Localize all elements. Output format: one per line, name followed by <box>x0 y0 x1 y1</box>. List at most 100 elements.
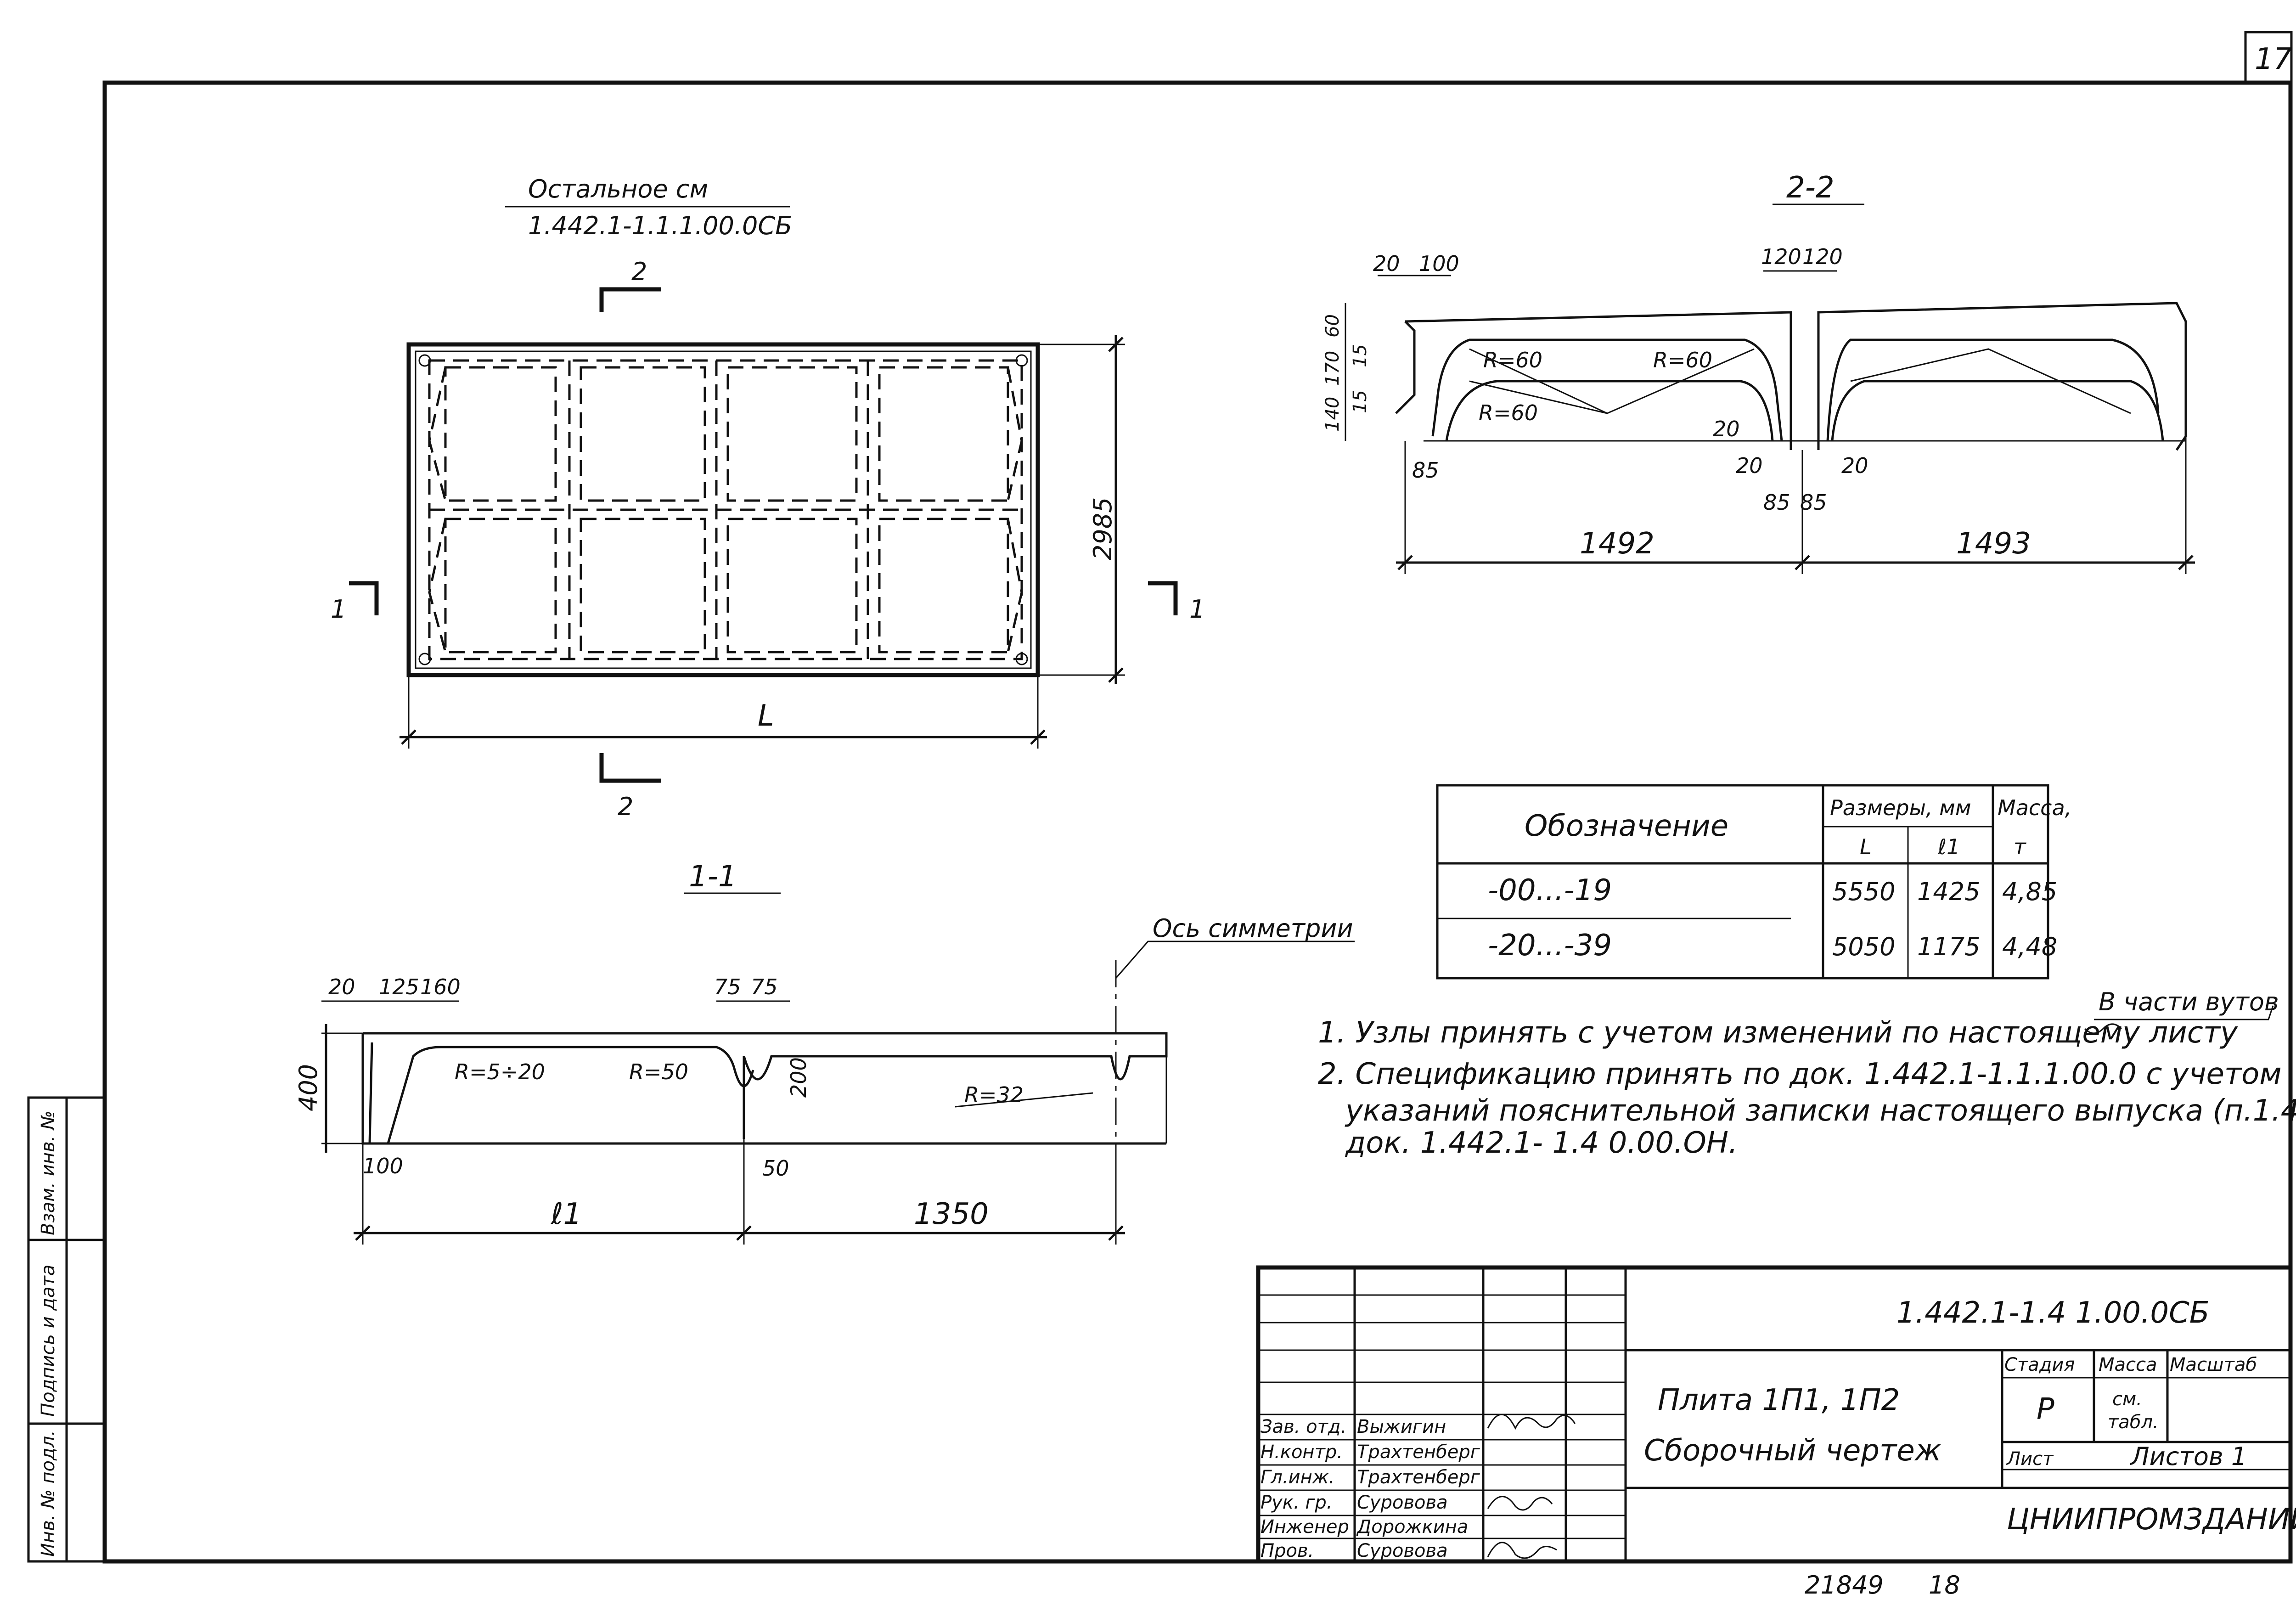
plan-dim-width: 2985 <box>1088 497 1117 560</box>
section-1-1-l1: ℓ1 <box>551 1197 582 1231</box>
spec-row-designation: -00...-19 <box>1488 873 1612 907</box>
section-2-2-dim: 15 <box>1350 344 1371 367</box>
drawing-title-1: Плита 1П1, 1П2 <box>1658 1383 1900 1417</box>
doc-code: 1.442.1-1.4 1.00.0СБ <box>1896 1296 2210 1330</box>
note-line: 1. Узлы принять с учетом изменений по на… <box>1318 1016 2238 1050</box>
plan-view: Остальное см 1.442.1-1.1.1.00.0СБ <box>331 175 1205 821</box>
side-stamp-label: Подпись и дата <box>38 1265 59 1417</box>
section-1-1-dim: 75 <box>714 974 741 999</box>
section-2-2: 2-2 20 100 120 120 60 170 15 15 140 R=60… <box>1322 171 2195 574</box>
note-line: 2. Спецификацию принять по док. 1.442.1-… <box>1318 1057 2282 1091</box>
note-line: док. 1.442.1- 1.4 0.00.ОН. <box>1345 1126 1738 1160</box>
section-2-2-dim: 85 <box>1412 458 1439 483</box>
scale-label: Масштаб <box>2170 1354 2257 1375</box>
stage-label: Стадия <box>2004 1354 2075 1375</box>
section-1-1-dim: 75 <box>751 974 778 999</box>
notes: В части вутов 1. Узлы принять с учетом и… <box>1318 987 2296 1160</box>
section-2-2-dim: 100 <box>1419 251 1459 276</box>
archive-page: 18 <box>1929 1571 1960 1600</box>
section-2-2-dim: 85 <box>1800 490 1827 515</box>
section-2-2-dim: 20 <box>1713 417 1740 441</box>
signature <box>1487 1496 1553 1511</box>
section-2-2-dim: 120 <box>1761 244 1801 269</box>
section-2-2-dim: 20 <box>1736 453 1763 478</box>
section-2-2-radius: R=60 <box>1653 348 1712 372</box>
plan-ref-title: Остальное см <box>528 175 708 203</box>
section-mark-left: 1 <box>331 595 346 624</box>
sheet-label: Лист <box>2006 1448 2054 1470</box>
section-1-1-dim: 160 <box>420 974 461 999</box>
title-role: Рук. гр. <box>1261 1492 1333 1513</box>
section-1-1-dim: 50 <box>762 1156 789 1181</box>
section-2-2-radius: R=60 <box>1479 400 1538 425</box>
plan-ref-doc: 1.442.1-1.1.1.00.0СБ <box>528 211 792 240</box>
spec-header-designation: Обозначение <box>1525 809 1728 843</box>
title-role: Зав. отд. <box>1261 1416 1346 1437</box>
section-mark-top: 2 <box>631 257 647 286</box>
title-name: Выжигин <box>1357 1416 1446 1437</box>
section-2-2-title: 2-2 <box>1786 171 1835 205</box>
title-block: Зав. отд. Н.контр. Гл.инж. Рук. гр. Инже… <box>1256 1265 2296 1564</box>
spec-row-l1: 1175 <box>1917 932 1980 961</box>
section-1-1-dim: 20 <box>328 974 355 999</box>
spec-header-mass: Масса, <box>1998 795 2071 820</box>
spec-header-mass-unit: т <box>2014 834 2026 859</box>
section-1-1-half: 1350 <box>914 1197 989 1231</box>
section-1-1-height: 400 <box>294 1064 323 1111</box>
section-1-1-dim: 125 <box>379 974 419 999</box>
section-1-1-radius: R=5÷20 <box>455 1059 545 1084</box>
section-2-2-dim: 120 <box>1802 244 1843 269</box>
section-2-2-dim: 85 <box>1763 490 1790 515</box>
section-1-1-title: 1-1 <box>689 860 737 894</box>
title-role: Гл.инж. <box>1261 1467 1334 1488</box>
revision-mark: В части вутов <box>2099 987 2279 1016</box>
section-2-2-dim: 170 <box>1322 351 1343 386</box>
section-1-1-rib: 200 <box>786 1057 811 1098</box>
spec-row-mass: 4,48 <box>2002 932 2057 961</box>
symmetry-axis-label: Ось симметрии <box>1153 914 1353 943</box>
sheets-label: Листов 1 <box>2130 1442 2247 1471</box>
stage-value: Р <box>2037 1392 2054 1426</box>
drawing-title-2: Сборочный чертеж <box>1644 1434 1941 1468</box>
section-2-2-dim: 20 <box>1373 251 1400 276</box>
section-2-2-span-right: 1493 <box>1956 527 2031 561</box>
title-name: Трахтенберг <box>1357 1467 1480 1488</box>
section-2-2-dim: 20 <box>1841 453 1868 478</box>
section-1-1: 1-1 Ось симметрии 20 125 160 75 75 400 2… <box>294 860 1355 1245</box>
section-2-2-radius: R=60 <box>1483 348 1542 372</box>
spec-row-L: 5050 <box>1832 932 1895 961</box>
spec-row-mass: 4,85 <box>2002 877 2057 906</box>
spec-row-designation: -20...-39 <box>1488 929 1612 963</box>
section-2-2-dim: 140 <box>1322 397 1343 432</box>
side-stamp-label: Инв. № подл. <box>38 1430 59 1557</box>
archive-number: 21849 <box>1805 1571 1884 1600</box>
organization: ЦНИИПРОМЗДАНИЙ <box>2007 1502 2296 1537</box>
section-2-2-dim: 60 <box>1322 314 1343 338</box>
title-role: Пров. <box>1261 1540 1314 1561</box>
mass-value-2: табл. <box>2108 1412 2159 1433</box>
sheet-frame <box>102 80 2293 1564</box>
spec-row-l1: 1425 <box>1917 877 1980 906</box>
side-stamp-label: Взам. инв. № <box>38 1110 59 1235</box>
spec-header-sizes: Размеры, мм <box>1830 795 1971 820</box>
page-number-box <box>2244 31 2293 84</box>
side-stamp: Инв. № подл. Подпись и дата Взам. инв. № <box>27 1096 106 1563</box>
mass-label: Масса <box>2099 1354 2157 1375</box>
section-1-1-dim: 100 <box>363 1154 403 1178</box>
page-number: 17 <box>2255 42 2292 76</box>
plan-dim-length: L <box>758 699 774 733</box>
section-mark-bottom: 2 <box>618 792 633 821</box>
spec-row-L: 5550 <box>1832 877 1895 906</box>
section-1-1-radius: R=50 <box>629 1059 688 1084</box>
title-name: Дорожкина <box>1356 1516 1468 1538</box>
spec-header-L: L <box>1860 834 1872 859</box>
title-role: Н.контр. <box>1261 1442 1343 1463</box>
section-mark-right: 1 <box>1189 595 1205 624</box>
section-2-2-span-left: 1492 <box>1580 527 1654 561</box>
signature <box>1487 1414 1576 1430</box>
section-2-2-dim: 15 <box>1350 390 1371 413</box>
title-name: Суровова <box>1357 1540 1448 1561</box>
title-name: Трахтенберг <box>1357 1442 1480 1463</box>
spec-header-l1: ℓ1 <box>1937 834 1960 859</box>
title-name: Суровова <box>1357 1492 1448 1513</box>
